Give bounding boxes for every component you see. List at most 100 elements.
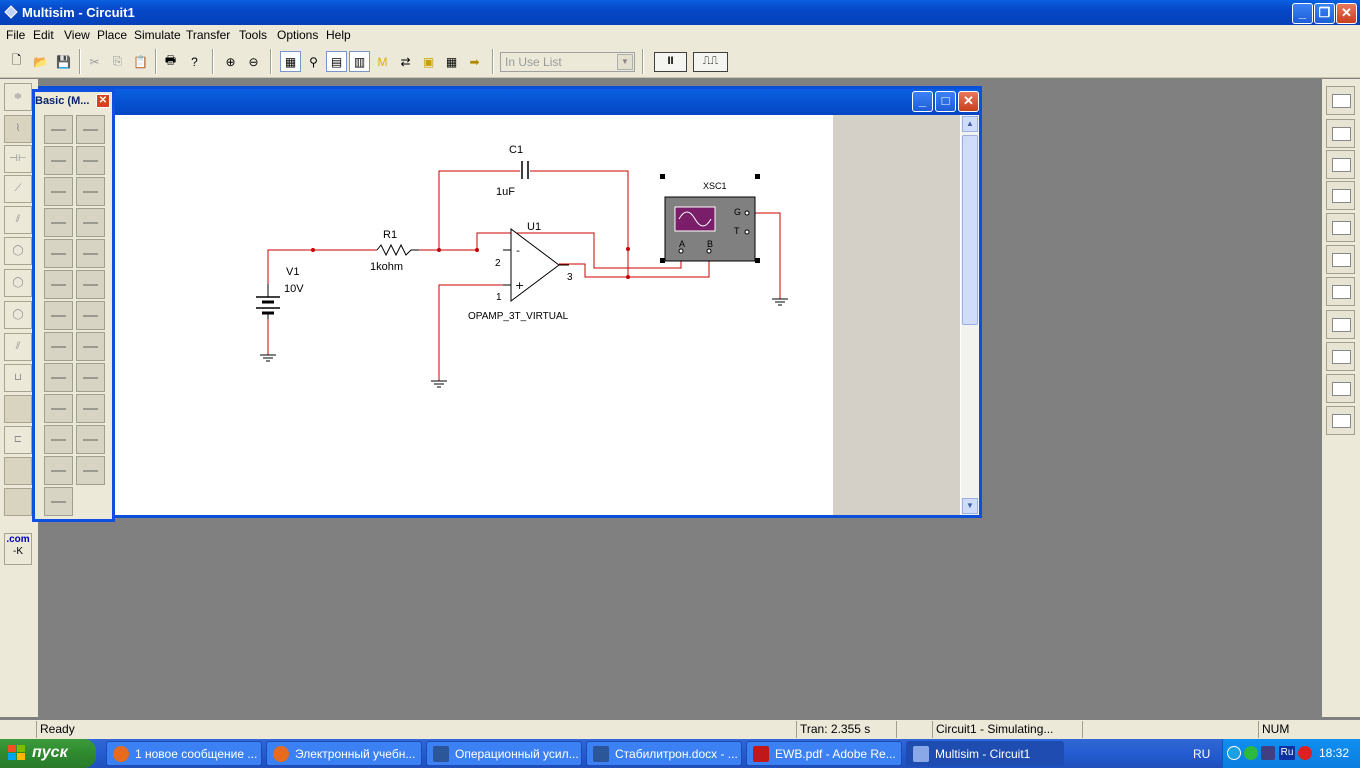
tray-arrow-icon[interactable] (1227, 746, 1241, 760)
menu-help[interactable]: Help (326, 28, 351, 42)
pullup-icon[interactable] (44, 332, 73, 361)
misc-digital-icon[interactable]: ◯ (4, 301, 32, 329)
potentiometer-icon[interactable] (44, 239, 73, 268)
cut-icon[interactable]: ✂ (89, 54, 100, 69)
new-file-icon[interactable]: 🗋 (11, 53, 22, 67)
language-indicator[interactable]: RU (1193, 747, 1211, 761)
close-button[interactable]: ✕ (1336, 3, 1357, 24)
circuit-minimize-button[interactable]: _ (912, 91, 933, 112)
ladder-icon[interactable] (4, 488, 32, 516)
connector-icon[interactable] (44, 425, 73, 454)
wattmeter-icon[interactable] (1326, 150, 1355, 179)
scroll-down-icon[interactable]: ▼ (962, 498, 978, 514)
resistor-r1[interactable] (376, 243, 419, 257)
variable-inductor-rated-icon[interactable] (76, 301, 105, 330)
oscilloscope-xsc1[interactable] (660, 174, 760, 263)
component-icon[interactable]: ⚲ (309, 54, 318, 69)
iv-analyzer-icon[interactable] (1326, 406, 1355, 435)
electrolytic-capacitor-icon[interactable] (76, 177, 105, 206)
task-firefox-textbook[interactable]: Электронный учебн... (266, 741, 422, 766)
analog-icon[interactable]: ⫽ (4, 206, 32, 234)
socket-icon[interactable] (76, 394, 105, 423)
scroll-thumb[interactable] (962, 135, 978, 325)
copy-icon[interactable]: ⎘ (112, 54, 123, 68)
battery-v1[interactable] (256, 284, 280, 319)
frequency-counter-icon[interactable] (1326, 277, 1355, 306)
grapher-icon[interactable]: ▤ (326, 51, 347, 72)
circuit-maximize-button[interactable]: □ (935, 91, 956, 112)
rf-icon[interactable]: ⊏ (4, 426, 32, 454)
restore-button[interactable]: ❐ (1314, 3, 1335, 24)
vertical-scrollbar[interactable]: ▲ ▼ (961, 115, 979, 515)
bode-plotter-icon[interactable] (1326, 245, 1355, 274)
task-word-zener[interactable]: Стабилитрон.docx - ... (586, 741, 742, 766)
variable-capacitor-virtual-icon[interactable] (44, 270, 73, 299)
menu-options[interactable]: Options (277, 28, 319, 42)
variable-capacitor-rated-icon[interactable] (76, 270, 105, 299)
tray-monitor-icon[interactable] (1261, 746, 1275, 760)
capacitor-virtual-icon[interactable] (44, 146, 73, 175)
inductor-rated-icon[interactable] (76, 208, 105, 237)
function-generator-icon[interactable] (1326, 119, 1355, 148)
indicators-icon[interactable]: ⊔ (4, 364, 32, 392)
circuit-close-button[interactable]: ✕ (958, 91, 979, 112)
switch-icon[interactable] (76, 425, 105, 454)
menu-file[interactable]: File (6, 28, 26, 42)
electromechanical-icon[interactable] (4, 457, 32, 485)
menu-edit[interactable]: Edit (33, 28, 54, 42)
resistor-rated-icon[interactable] (76, 115, 105, 144)
simulation-switch-icon[interactable]: ⎍⎍ (693, 52, 728, 72)
tray-network-icon[interactable] (1244, 746, 1258, 760)
misc-icon[interactable] (4, 395, 32, 423)
tray-ru-icon[interactable]: Ru (1279, 746, 1295, 760)
minimize-button[interactable]: _ (1292, 3, 1313, 24)
transistors-icon[interactable]: ⟋ (4, 175, 32, 203)
opamp-u1[interactable]: - + (503, 228, 569, 302)
task-word-opamp[interactable]: Операционный усил... (426, 741, 582, 766)
menu-view[interactable]: View (64, 28, 90, 42)
z-load-icon[interactable] (76, 456, 105, 485)
forward-annotate-icon[interactable]: ➡ (469, 54, 480, 69)
zoom-out-icon[interactable]: ⊖ (248, 54, 259, 69)
resonator-icon[interactable] (44, 487, 73, 516)
description-box-icon[interactable]: ▦ (445, 54, 458, 69)
sources-icon[interactable]: ≑ (4, 83, 32, 111)
database-icon[interactable]: ▣ (422, 54, 435, 69)
ttl-icon[interactable]: ◯ (4, 237, 32, 265)
menu-place[interactable]: Place (97, 28, 128, 42)
nonlinear-transformer-icon[interactable] (44, 456, 73, 485)
four-channel-oscilloscope-icon[interactable] (1326, 213, 1355, 242)
menu-tools[interactable]: Tools (239, 28, 268, 42)
help-icon[interactable]: ? (191, 54, 198, 69)
task-firefox-mail[interactable]: 1 новое сообщение ... (106, 741, 262, 766)
com-component-button[interactable]: .com-K (4, 533, 32, 565)
cmos-icon[interactable]: ◯ (4, 269, 32, 297)
tray-antivirus-icon[interactable] (1298, 746, 1312, 760)
paste-icon[interactable]: 📋 (133, 54, 148, 69)
print-icon[interactable]: 🖶 (164, 53, 177, 67)
transformer-virtual-icon[interactable] (44, 363, 73, 392)
word-generator-icon[interactable] (1326, 310, 1355, 339)
mixed-icon[interactable]: ⫽ (4, 333, 32, 361)
transformer-rated-icon[interactable] (76, 363, 105, 392)
zoom-in-icon[interactable]: ⊕ (225, 54, 236, 69)
basic-icon[interactable]: ⌇ (4, 115, 32, 143)
multimeter-icon[interactable] (1326, 86, 1355, 115)
inductor-virtual-icon[interactable] (44, 208, 73, 237)
electrical-rules-icon[interactable]: M (377, 54, 388, 69)
menu-transfer[interactable]: Transfer (186, 28, 231, 42)
pause-button[interactable]: II (654, 52, 687, 72)
chevron-down-icon[interactable]: ▼ (617, 54, 633, 70)
logic-converter-icon[interactable] (1326, 374, 1355, 403)
start-button[interactable]: пуск (0, 739, 96, 768)
resistor-pack-icon[interactable] (44, 394, 73, 423)
resistor-virtual-icon[interactable] (44, 115, 73, 144)
schematic-canvas[interactable]: - + C1 1uF R1 1kohm V1 10V (41, 115, 833, 515)
design-toolbar-icon[interactable]: ▦ (280, 51, 301, 72)
logic-analyzer-icon[interactable] (1326, 342, 1355, 371)
task-multisim[interactable]: Multisim - Circuit1 (906, 741, 1064, 766)
oscilloscope-icon[interactable] (1326, 181, 1355, 210)
variable-capacitor-icon[interactable] (44, 177, 73, 206)
open-folder-icon[interactable]: 📂 (33, 54, 48, 69)
capacitor-c1[interactable] (521, 161, 529, 179)
